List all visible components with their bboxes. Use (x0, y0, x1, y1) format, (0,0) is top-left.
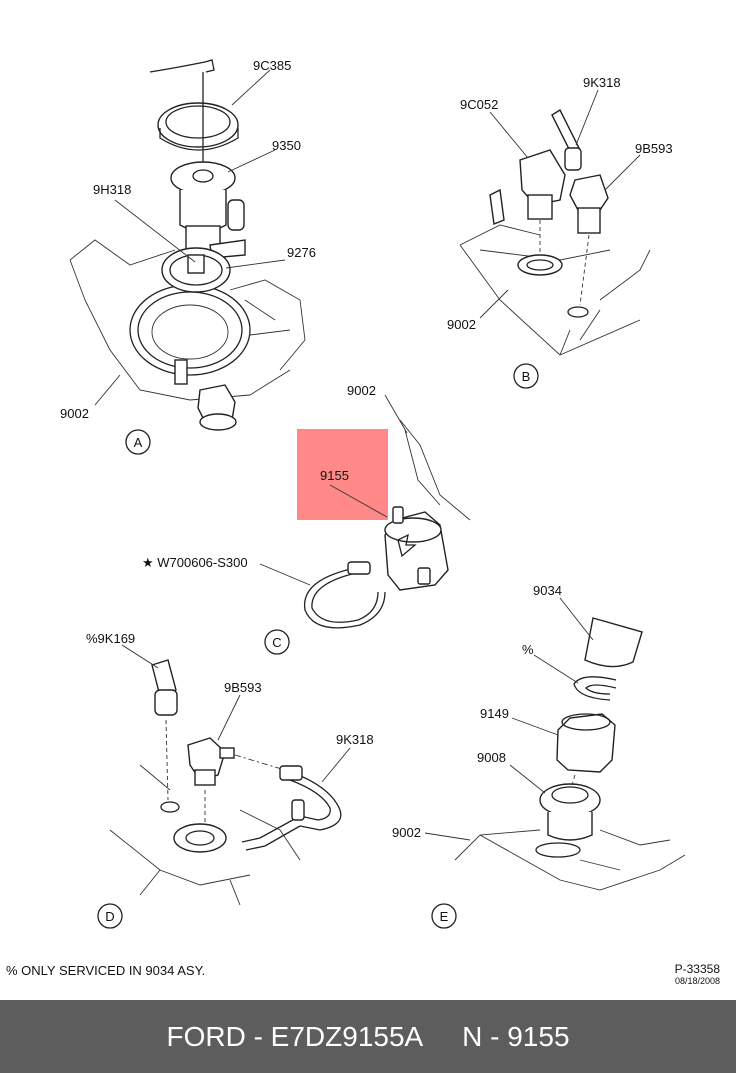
label-9b593-view-b: 9B593 (635, 141, 673, 156)
label-9002-view-a: 9002 (60, 406, 89, 421)
label-9002-view-e: 9002 (392, 825, 421, 840)
footer-reference-number: N - 9155 (462, 1020, 570, 1052)
label-9c385: 9C385 (253, 58, 291, 73)
part-highlight-9155 (297, 429, 388, 520)
drawing-number: P-33358 (674, 962, 720, 976)
view-b-label: B (522, 369, 531, 384)
label-9002-view-c: 9002 (347, 383, 376, 398)
view-c-drawing (259, 394, 471, 629)
label-9008: 9008 (477, 750, 506, 765)
view-a-drawing (69, 59, 306, 431)
footer-part-number: FORD - E7DZ9155A (166, 1020, 424, 1052)
view-a-label: A (134, 435, 143, 450)
part-footer-bar: FORD - E7DZ9155A N - 9155 (0, 1000, 736, 1073)
service-note: % ONLY SERVICED IN 9034 ASY. (6, 963, 206, 978)
label-9h318: 9H318 (93, 182, 131, 197)
drawing-date: 08/18/2008 (674, 976, 720, 986)
label-9c052: 9C052 (460, 97, 498, 112)
label-9034: 9034 (533, 583, 562, 598)
parts-diagram: 9C385 9350 9H318 9276 9002 A 9C052 9K318… (60, 58, 686, 929)
view-b-marker (513, 363, 539, 389)
label-9350: 9350 (272, 138, 301, 153)
view-d-marker (97, 903, 123, 929)
drawing-reference: P-33358 08/18/2008 (675, 963, 720, 987)
label-9k318-view-d: 9K318 (336, 732, 374, 747)
label-9b593-view-d: 9B593 (224, 680, 262, 695)
label-percent: % (522, 642, 534, 657)
label-9002-view-b: 9002 (447, 317, 476, 332)
view-a-marker (125, 429, 151, 455)
view-c-marker (264, 629, 290, 655)
view-e-label: E (440, 909, 449, 924)
label-9k169: %9K169 (86, 631, 135, 646)
label-9155: 9155 (320, 468, 349, 483)
label-w700606-s300: ★ W700606-S300 (142, 555, 248, 570)
view-b-drawing (459, 89, 651, 356)
label-9k318-view-b: 9K318 (583, 75, 621, 90)
view-e-marker (431, 903, 457, 929)
label-9276: 9276 (287, 245, 316, 260)
label-9149: 9149 (480, 706, 509, 721)
view-d-drawing (109, 644, 351, 906)
view-c-label: C (272, 635, 281, 650)
view-d-label: D (105, 909, 114, 924)
view-e-drawing (424, 597, 686, 891)
